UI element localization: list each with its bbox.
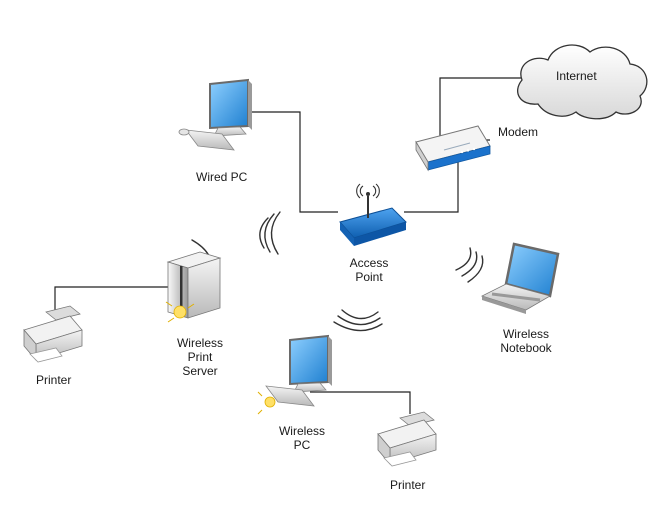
link-modem-internet — [439, 77, 527, 160]
printer-icon — [23, 305, 83, 363]
access-point-icon — [339, 183, 407, 246]
link-wiredpc-ap — [236, 111, 338, 213]
wireless-signal-icon — [191, 211, 484, 332]
desktop-pc-icon — [257, 334, 332, 415]
modem-icon — [415, 125, 491, 172]
desktop-pc-icon — [178, 78, 252, 151]
laptop-icon — [480, 242, 560, 314]
wireless-signal-icon — [356, 183, 380, 199]
internet-label: Internet — [556, 69, 597, 83]
printer-bottom-label: Printer — [390, 478, 426, 492]
link-wirelesspc-printer — [310, 391, 411, 414]
wired-pc-label: Wired PC — [196, 170, 248, 184]
server-tower-icon — [165, 251, 222, 323]
modem-label: Modem — [498, 125, 539, 139]
link-server-printer — [54, 286, 176, 312]
cloud-icon — [517, 44, 648, 120]
printer-icon — [377, 411, 437, 467]
printer-left-label: Printer — [36, 373, 72, 387]
